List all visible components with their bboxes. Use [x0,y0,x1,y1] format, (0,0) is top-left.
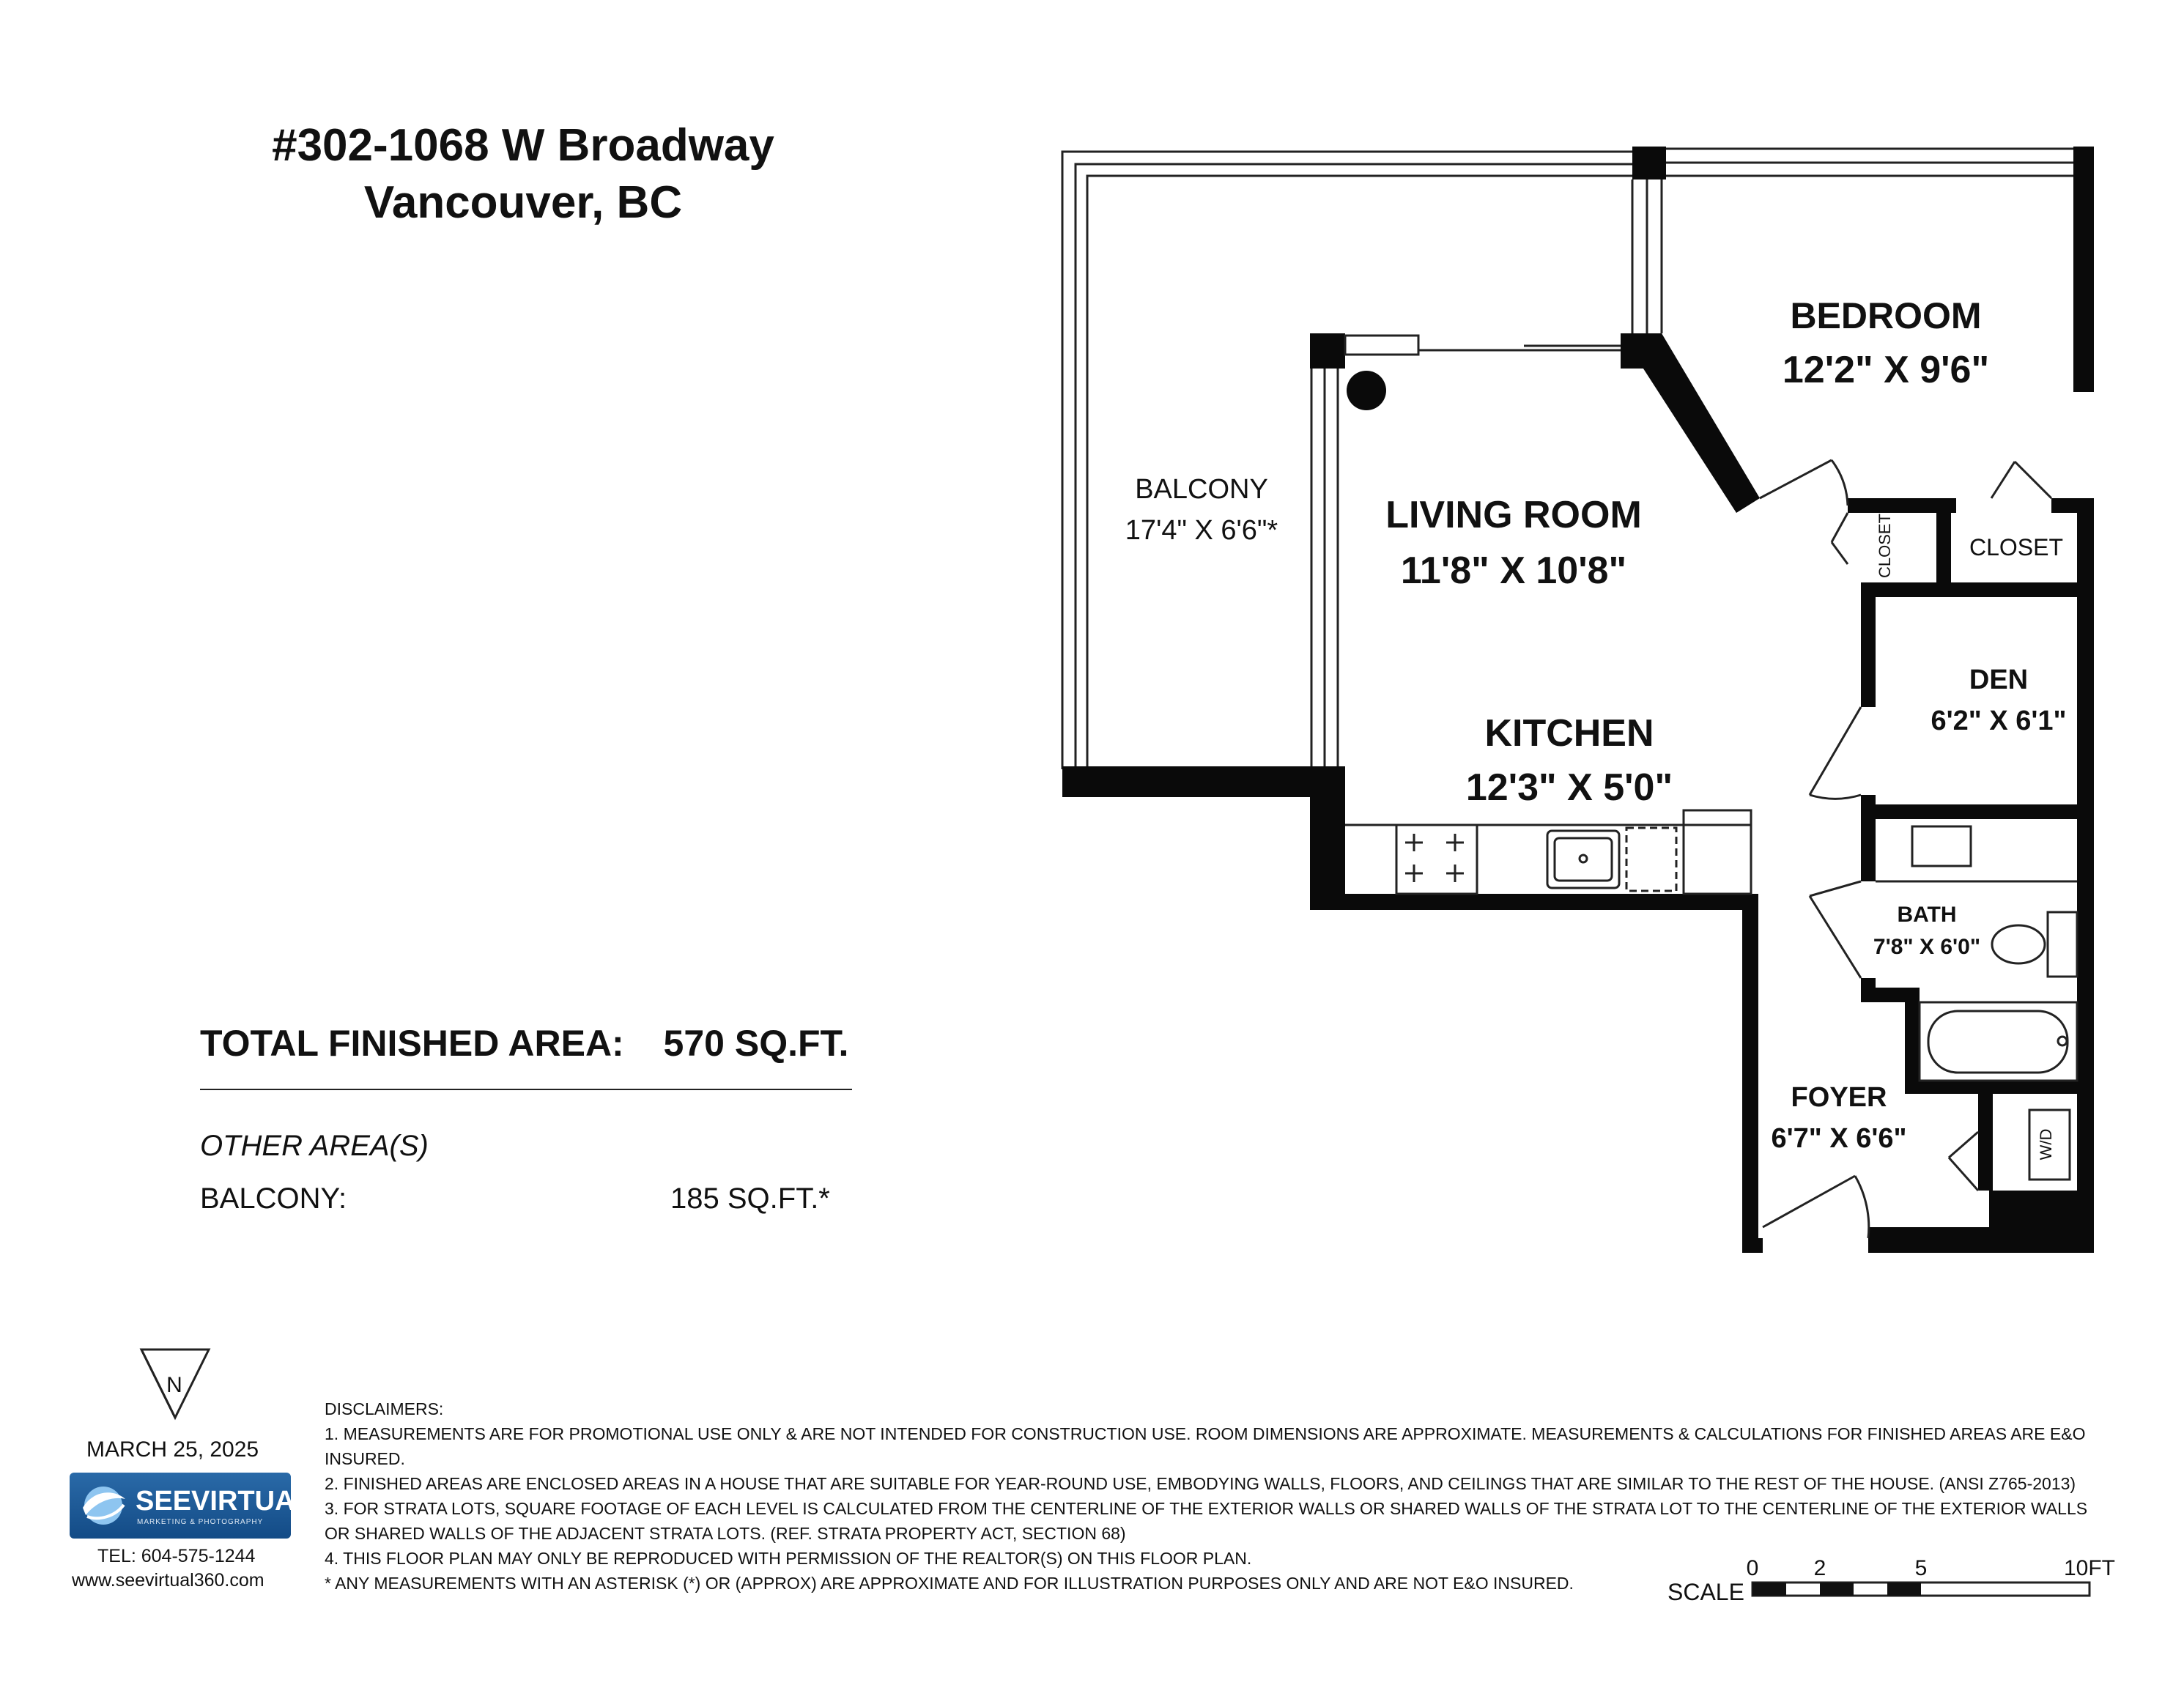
toilet [1991,911,2078,978]
den-top-wall [1861,582,2094,597]
living-room-name: LIVING ROOM [1385,494,1642,536]
den-dims: 6'2" X 6'1" [1931,706,2066,736]
kitchen-dims: 12'3" X 5'0" [1466,766,1673,809]
living-left-window [1310,369,1339,766]
scale-tick-0: 0 [1747,1556,1759,1580]
balcony-area-label: BALCONY: [200,1182,347,1215]
bedroom-name: BEDROOM [1790,295,1981,336]
scale-tick-5: 5 [1915,1556,1928,1580]
room-labels: BEDROOM 12'2" X 9'6" BALCONY 17'4" X 6'6… [1125,295,2067,1160]
vanity-sink [1876,825,2077,883]
wd-door [1947,1130,1980,1191]
closet-top-wall [1848,498,1956,513]
total-area-label: TOTAL FINISHED AREA: [200,1023,624,1064]
den-door [1808,706,1862,800]
address-line-2: Vancouver, BC [363,177,683,228]
sliding-door [1344,334,1621,356]
total-area: TOTAL FINISHED AREA: 570 SQ.FT. [200,1022,848,1065]
entry-door [1762,1174,1870,1239]
bedroom-door [1759,459,1849,506]
closet-door [1990,460,2053,500]
living-room-dims: 11'8" X 10'8" [1401,549,1626,592]
north-label: N [166,1373,182,1397]
kitchen-left-wall [1310,766,1345,909]
bedroom-window [1666,147,2073,177]
total-area-value: 570 SQ.FT. [663,1023,849,1064]
wd-left-wall [1978,1094,1993,1191]
balcony-railing [1061,150,1632,769]
scale-tick-10: 10FT [2064,1556,2115,1580]
foyer-name: FOYER [1791,1082,1887,1113]
tub-bottom-wall [1905,1081,2094,1094]
closet-small-door [1830,512,1849,565]
column [1347,371,1386,410]
foyer-dims: 6'7" X 6'6" [1771,1123,1906,1154]
plan-date: MARCH 25, 2025 [86,1437,259,1462]
closet-right-top-wall [2051,498,2094,513]
contact-tel: TEL: 604-575-1244 [97,1546,256,1566]
seevirtual-logo: SEEVIRTUAL MARKETING & PHOTOGRAPHY [70,1473,312,1539]
walls [1061,147,2094,1253]
scale-label: SCALE [1667,1579,1744,1605]
dishwasher [1625,826,1678,892]
balcony-bottom-wall [1062,766,1328,797]
scale-tick-2: 2 [1814,1556,1826,1580]
balcony-dims: 17'4" X 6'6"* [1125,515,1278,546]
bedroom-dims: 12'2" X 9'6" [1783,349,1989,391]
stove [1395,823,1478,895]
disclaimer-1: 1. MEASUREMENTS ARE FOR PROMOTIONAL USE … [325,1424,2086,1468]
living-top-right-post [1621,333,1662,369]
kitchen-bottom-wall [1310,894,1757,910]
bath-door [1808,880,1862,979]
foyer-right-block [1989,1191,2094,1253]
globe-icon [83,1487,125,1525]
right-exterior-wall-upper [2073,147,2094,392]
north-arrow-icon: N [139,1348,211,1421]
washer-dryer-label: W/D [2037,1129,2055,1160]
bath-fixtures [1876,825,2078,1181]
address-title: #302-1068 W Broadway Vancouver, BC [157,117,889,231]
living-top-left-post [1310,333,1345,369]
contact-website: www.seevirtual360.com [72,1570,264,1591]
scale-bar: SCALE 0 2 5 10FT [1667,1556,2115,1605]
disclaimer-3: 3. FOR STRATA LOTS, SQUARE FOOTAGE OF EA… [325,1499,2088,1543]
foyer-bottom-left-wall [1742,1238,1763,1253]
bedroom-top-corner [1632,147,1666,179]
small-closet-label: CLOSET [1876,514,1894,578]
kitchen-fixtures [1345,809,1752,895]
bath-name: BATH [1897,903,1956,927]
area-divider [200,1089,852,1090]
address-line-1: #302-1068 W Broadway [272,120,774,171]
kitchen-name: KITCHEN [1484,712,1654,755]
bedroom-side-window [1631,179,1663,333]
other-areas-heading: OTHER AREA(S) [200,1130,429,1162]
disclaimers-title: DISCLAIMERS: [325,1399,444,1418]
washer-dryer [2028,1108,2071,1181]
disclaimer-4: 4. THIS FLOOR PLAN MAY ONLY BE REPRODUCE… [325,1549,1252,1568]
bath-top-wall [1861,804,2094,819]
doors [1759,459,2053,1239]
right-exterior-wall-lower [2077,502,2094,1253]
kitchen-sink [1546,829,1621,889]
tub-left-wall [1905,988,1920,1090]
balcony-name: BALCONY [1135,474,1268,505]
fridge [1682,809,1752,895]
bedroom-diagonal-wall [1621,333,1760,513]
disclaimer-asterisk: * ANY MEASUREMENTS WITH AN ASTERISK (*) … [325,1574,1574,1593]
closet-label: CLOSET [1969,534,2063,560]
den-name: DEN [1969,665,2028,695]
disclaimers: DISCLAIMERS: 1. MEASUREMENTS ARE FOR PRO… [325,1396,2142,1596]
bath-dims: 7'8" X 6'0" [1873,935,1980,959]
disclaimer-2: 2. FINISHED AREAS ARE ENCLOSED AREAS IN … [325,1474,2076,1493]
bath-left-wall-upper [1861,804,1876,881]
foyer-left-wall [1742,894,1758,1253]
logo-name: SEEVIRTUAL [136,1486,312,1517]
logo-tagline: MARKETING & PHOTOGRAPHY [137,1518,264,1526]
den-left-wall-upper [1861,582,1876,707]
balcony-area-value: 185 SQ.FT.* [670,1182,830,1215]
bathtub [1918,1001,2078,1082]
closet-divider-wall [1936,498,1951,582]
